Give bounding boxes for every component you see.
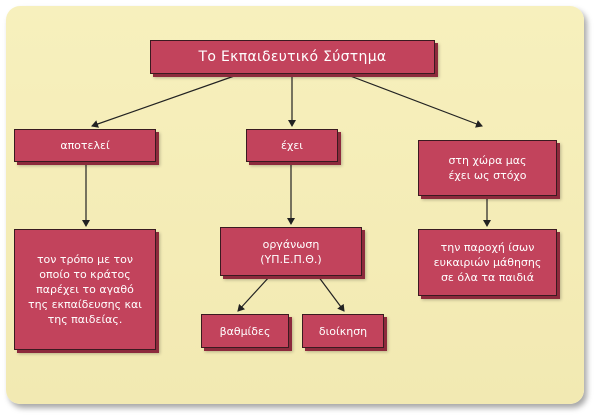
right-detail-line: ευκαιριών μάθησης	[433, 256, 542, 269]
left-detail-line: τον τρόπο με τον	[36, 253, 134, 266]
right-detail-line: την παροχή ίσων	[440, 241, 535, 254]
arrow-title-to-left	[91, 73, 241, 128]
middle-detail-box: οργάνωση (ΥΠ.Ε.Π.Θ.)	[220, 227, 362, 276]
left-branch-label: αποτελεί	[60, 139, 110, 152]
title-box: Το Εκπαιδευτικό Σύστημα	[150, 40, 435, 74]
grades-box: βαθμίδες	[201, 314, 289, 348]
administration-label: διοίκηση	[318, 324, 368, 338]
middle-branch-label: έχει	[281, 139, 303, 152]
grades-label: βαθμίδες	[219, 324, 271, 338]
middle-detail-line-1: οργάνωση	[262, 237, 320, 251]
left-detail-box: τον τρόπο με τον οποίο το κράτος παρέχει…	[14, 229, 156, 350]
arrow-detail-to-admin	[317, 275, 345, 312]
middle-detail-line-2: (ΥΠ.Ε.Π.Θ.)	[260, 252, 322, 266]
left-branch-box: αποτελεί	[14, 129, 156, 162]
right-branch-label-line-1: στη χώρα μας	[448, 154, 527, 167]
right-branch-box: στη χώρα μας έχει ως στόχο	[418, 140, 557, 196]
left-detail-line: της εκπαίδευσης και	[28, 298, 142, 311]
right-detail-line: σε όλα τα παιδιά	[440, 271, 535, 284]
right-branch-label-line-2: έχει ως στόχο	[448, 169, 527, 182]
left-detail-line: της παιδείας.	[47, 313, 123, 326]
left-detail-line: οποίο το κράτος	[39, 268, 131, 281]
administration-box: διοίκηση	[302, 314, 384, 348]
arrow-title-to-right	[344, 73, 483, 128]
arrow-detail-to-grades	[237, 275, 271, 312]
middle-branch-box: έχει	[246, 129, 338, 162]
left-detail-line: παρέχει το αγαθό	[36, 283, 134, 296]
right-detail-box: την παροχή ίσων ευκαιριών μάθησης σε όλα…	[418, 229, 557, 296]
title-text: Το Εκπαιδευτικό Σύστημα	[198, 48, 387, 65]
